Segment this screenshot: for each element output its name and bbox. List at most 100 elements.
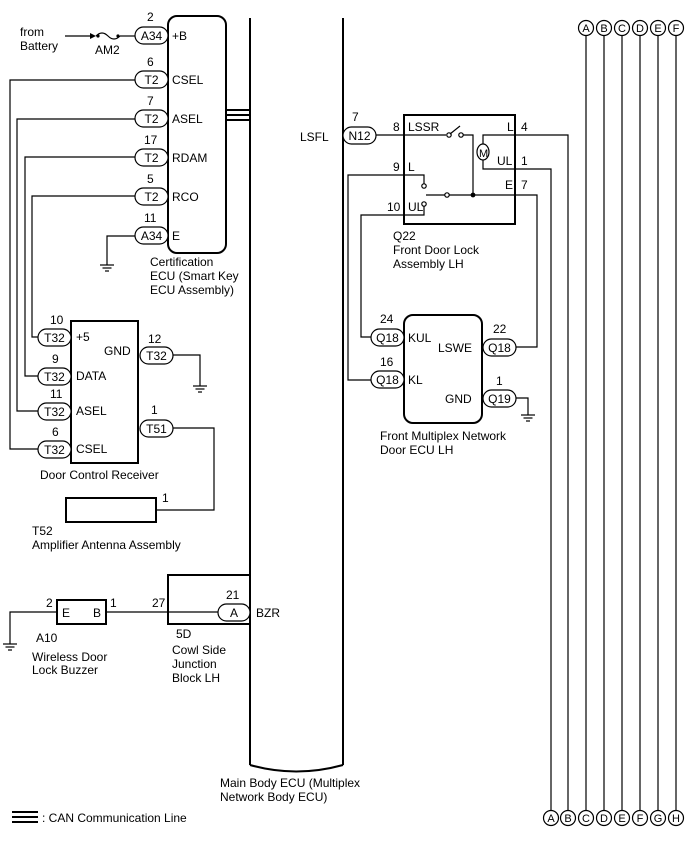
svg-text:L: L: [507, 120, 514, 134]
svg-text:E: E: [62, 606, 70, 620]
lock-switch-icon: [404, 174, 515, 216]
n12-connector: 7 N12: [342, 110, 377, 145]
receiver-name: Door Control Receiver: [40, 468, 159, 482]
battery-label-battery: Battery: [20, 39, 58, 53]
svg-text:Junction: Junction: [172, 657, 217, 671]
svg-text:9: 9: [52, 352, 59, 366]
svg-text:2: 2: [147, 10, 154, 24]
cert-ecu-name-3: ECU Assembly): [150, 283, 234, 297]
svg-text:T2: T2: [144, 73, 158, 87]
svg-text:A: A: [582, 23, 590, 35]
receiver-pin-gnd: GND 12 T32: [104, 332, 174, 365]
front-multiplex-door-ecu: Front Multiplex Network Door ECU LH 24 Q…: [370, 312, 517, 457]
receiver-pin-data: 9 T32 DATA: [37, 352, 106, 386]
legend: : CAN Communication Line: [12, 811, 187, 825]
svg-text:T32: T32: [44, 443, 65, 457]
door-ecu-pin-lswe: 22 Q18 LSWE: [438, 322, 517, 357]
cert-pin-e: 11 A34 E: [134, 211, 180, 245]
svg-text:Q22: Q22: [393, 229, 416, 243]
svg-text:E: E: [618, 813, 625, 825]
bus-lines: [585, 36, 677, 810]
svg-text:C: C: [582, 813, 590, 825]
battery-arrow-icon: [90, 33, 96, 39]
svg-text:LSWE: LSWE: [438, 341, 472, 355]
svg-text:Q18: Q18: [376, 373, 399, 387]
svg-text:Front Multiplex Network: Front Multiplex Network: [380, 429, 507, 443]
main-ecu-name-1: Main Body ECU (Multiplex: [220, 776, 360, 790]
buzzer-name-2: Lock Buzzer: [32, 663, 98, 677]
svg-text:B: B: [564, 813, 571, 825]
svg-text:ASEL: ASEL: [172, 112, 203, 126]
svg-text:8: 8: [393, 120, 400, 134]
cert-pin-csel: 6 T2 CSEL: [134, 55, 204, 89]
svg-text:24: 24: [380, 312, 394, 326]
svg-text:1: 1: [162, 491, 169, 505]
svg-text:BZR: BZR: [256, 606, 280, 620]
svg-text:A34: A34: [141, 29, 163, 43]
svg-text:UL: UL: [497, 154, 513, 168]
svg-text:Door ECU LH: Door ECU LH: [380, 443, 453, 457]
svg-text:6: 6: [147, 55, 154, 69]
svg-text:5D: 5D: [176, 627, 192, 641]
svg-text:RDAM: RDAM: [172, 151, 207, 165]
svg-text:27: 27: [152, 596, 166, 610]
svg-text:D: D: [636, 23, 644, 35]
svg-text:T51: T51: [146, 422, 167, 436]
svg-text:T32: T32: [44, 331, 65, 345]
door-ecu-pin-kul: 24 Q18 KUL: [370, 312, 432, 347]
svg-text:7: 7: [147, 94, 154, 108]
svg-text:T2: T2: [144, 190, 158, 204]
svg-text:B: B: [600, 23, 607, 35]
cert-pin-b: 2 A34 +B: [134, 10, 187, 45]
cert-pin-asel: 7 T2 ASEL: [134, 94, 203, 128]
svg-text:CSEL: CSEL: [76, 442, 108, 456]
cert-ecu-name-2: ECU (Smart Key: [150, 269, 239, 283]
buzzer-id: A10: [36, 631, 58, 645]
svg-text:Block LH: Block LH: [172, 671, 220, 685]
svg-text:Q19: Q19: [488, 392, 511, 406]
svg-text:DATA: DATA: [76, 369, 106, 383]
buzzer-name-1: Wireless Door: [32, 650, 107, 664]
motor-l-wire: [515, 134, 569, 810]
svg-text:F: F: [637, 813, 644, 825]
svg-text:17: 17: [144, 133, 158, 147]
fuse-label: AM2: [95, 43, 120, 57]
svg-text:10: 10: [387, 200, 401, 214]
svg-text:1: 1: [151, 403, 158, 417]
cowl-side-junction-block: 27 21 A BZR 5D Cowl Side Junction Block …: [152, 574, 280, 685]
door-ecu-ground-icon: [516, 397, 535, 422]
svg-text:C: C: [618, 23, 626, 35]
receiver-pin-out: 1 T51: [139, 403, 174, 438]
svg-text:M: M: [479, 148, 488, 160]
kl-wire: [347, 174, 404, 381]
svg-text:ASEL: ASEL: [76, 404, 107, 418]
lssr-switch-icon: [404, 125, 474, 196]
door-lock-motor-icon: M: [476, 134, 515, 170]
svg-text:+B: +B: [172, 29, 187, 43]
cert-ground-icon: [100, 235, 135, 272]
svg-text:CSEL: CSEL: [172, 73, 204, 87]
front-door-lock-assembly: 8 LSSR 9 L 10 UL L 4 UL 1 E 7 Q22 Front …: [387, 114, 528, 271]
cert-ecu-name-1: Certification: [150, 255, 213, 269]
svg-text:GND: GND: [104, 344, 131, 358]
antenna-wire: [156, 427, 215, 511]
svg-text:H: H: [672, 813, 680, 825]
receiver-pin-csel: 6 T32 CSEL: [37, 425, 108, 459]
receiver-pin-asel: 11 T32 ASEL: [37, 387, 107, 421]
svg-text:N12: N12: [348, 129, 370, 143]
bus-letters-bottom: A B C D E F G H: [542, 809, 685, 827]
svg-text:Q18: Q18: [488, 341, 511, 355]
svg-text:Assembly LH: Assembly LH: [393, 257, 464, 271]
svg-text:11: 11: [144, 211, 157, 225]
buzzer-ground-icon: [3, 611, 57, 651]
svg-text:RCO: RCO: [172, 190, 199, 204]
amplifier-antenna: 1 T52 Amplifier Antenna Assembly: [32, 491, 181, 552]
svg-text:4: 4: [521, 120, 528, 134]
svg-text:Cowl Side: Cowl Side: [172, 643, 226, 657]
svg-text:Front Door Lock: Front Door Lock: [393, 243, 480, 257]
svg-text:F: F: [673, 23, 680, 35]
main-body-ecu: Main Body ECU (Multiplex Network Body EC…: [220, 18, 360, 804]
svg-text:A34: A34: [141, 229, 163, 243]
svg-text:11: 11: [50, 387, 63, 401]
